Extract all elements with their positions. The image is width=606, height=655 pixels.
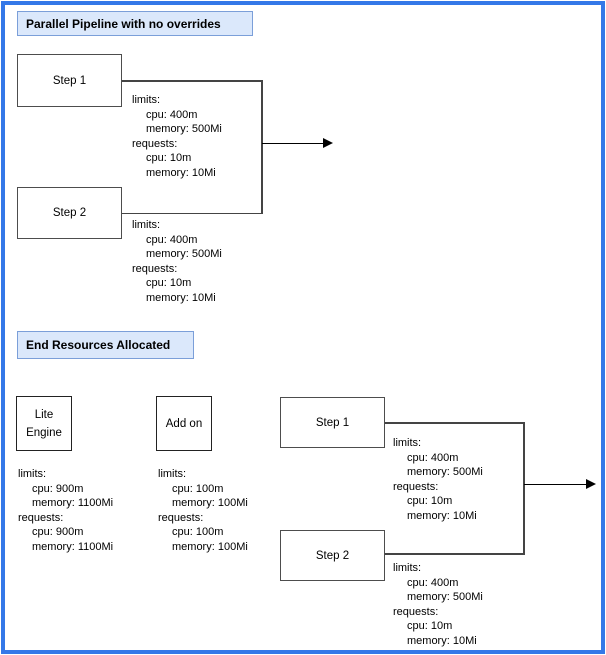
- node-step2-bottom: Step 2: [280, 530, 385, 581]
- resource-line: requests:: [393, 480, 439, 493]
- resource-line: memory: 1100Mi: [32, 540, 114, 553]
- resource-line: cpu: 10m: [146, 277, 192, 289]
- resource-line: limits:: [132, 219, 161, 231]
- resource-line: cpu: 900m: [32, 526, 84, 538]
- node-step2-top-label: Step 2: [52, 207, 87, 219]
- node-step1-bottom: Step 1: [280, 397, 385, 448]
- resource-line: memory: 500Mi: [146, 248, 222, 260]
- connector-step2-top-line: [122, 212, 262, 214]
- connector-join-bottom-line: [523, 422, 525, 555]
- section-title-parallel-pipeline: Parallel Pipeline with no overrides: [17, 11, 253, 36]
- resource-line: cpu: 400m: [146, 233, 198, 246]
- connector-step1-top-line: [122, 80, 262, 82]
- flow-arrow-bottom-head-icon: [586, 478, 596, 489]
- resource-block-add-on: limits: cpu: 100m memory: 100Mi requests: cp…: [158, 467, 248, 554]
- connector-join-top-line: [261, 80, 263, 214]
- node-lite-engine: Lite Engine: [16, 396, 72, 451]
- flow-arrow-top-head-icon: [323, 137, 333, 148]
- resource-block-lite-engine: limits: cpu: 900m memory: 1100Mi requests: c…: [18, 467, 113, 554]
- resource-block-pipeline-step2: limits: cpu: 400m memory: 500Mi requests: cp…: [132, 218, 222, 305]
- resource-line: memory: 10Mi: [407, 509, 477, 522]
- resource-line: cpu: 100m: [172, 526, 224, 538]
- connector-step2-bottom-line: [385, 553, 524, 555]
- resource-line: requests:: [18, 511, 64, 524]
- resource-line: limits:: [132, 94, 161, 106]
- resource-line: limits:: [393, 562, 422, 574]
- resource-block-end-step1: limits: cpu: 400m memory: 500Mi requests: cp…: [393, 436, 483, 523]
- node-add-on: Add on: [156, 396, 212, 451]
- node-add-on-label: Add on: [165, 417, 203, 430]
- resource-line: memory: 100Mi: [172, 540, 248, 553]
- resource-line: memory: 10Mi: [146, 166, 216, 179]
- resource-line: limits:: [18, 468, 47, 480]
- resource-line: memory: 10Mi: [407, 634, 477, 647]
- node-step2-bottom-label: Step 2: [315, 549, 350, 562]
- resource-line: cpu: 10m: [407, 495, 453, 507]
- resource-line: memory: 100Mi: [172, 497, 248, 509]
- node-step2-top: Step 2: [17, 187, 122, 239]
- flow-arrow-bottom-line: [524, 483, 587, 485]
- resource-line: limits:: [158, 468, 187, 480]
- resource-line: cpu: 400m: [407, 576, 459, 589]
- resource-line: requests:: [132, 137, 178, 150]
- node-step1-top: Step 1: [17, 54, 122, 107]
- section-title-end-resources: End Resources Allocated: [17, 331, 194, 359]
- resource-line: requests:: [158, 511, 204, 524]
- node-step1-bottom-label: Step 1: [315, 416, 350, 429]
- resource-line: memory: 10Mi: [146, 291, 216, 304]
- resource-block-pipeline-step1: limits: cpu: 400m memory: 500Mi requests: cp…: [132, 93, 222, 180]
- resource-line: memory: 500Mi: [407, 591, 483, 603]
- resource-line: requests:: [393, 605, 439, 618]
- resource-line: cpu: 400m: [407, 451, 459, 464]
- resource-line: memory: 500Mi: [407, 466, 483, 478]
- resource-line: cpu: 10m: [407, 620, 453, 632]
- resource-block-end-step2: limits: cpu: 400m memory: 500Mi requests: cp…: [393, 561, 483, 648]
- resource-line: memory: 500Mi: [146, 123, 222, 135]
- node-lite-engine-label-line2: Engine: [26, 426, 62, 439]
- connector-step1-bottom-line: [385, 422, 524, 424]
- resource-line: cpu: 10m: [146, 152, 192, 164]
- resource-line: cpu: 900m: [32, 482, 84, 495]
- resource-line: limits:: [393, 437, 422, 449]
- resource-line: requests:: [132, 262, 178, 275]
- node-step1-top-label: Step 1: [52, 74, 87, 87]
- node-lite-engine-label-line1: Lite: [34, 408, 54, 421]
- resource-line: memory: 1100Mi: [32, 497, 114, 509]
- resource-line: cpu: 100m: [172, 482, 224, 495]
- flow-arrow-top-line: [262, 142, 324, 144]
- resource-line: cpu: 400m: [146, 108, 198, 121]
